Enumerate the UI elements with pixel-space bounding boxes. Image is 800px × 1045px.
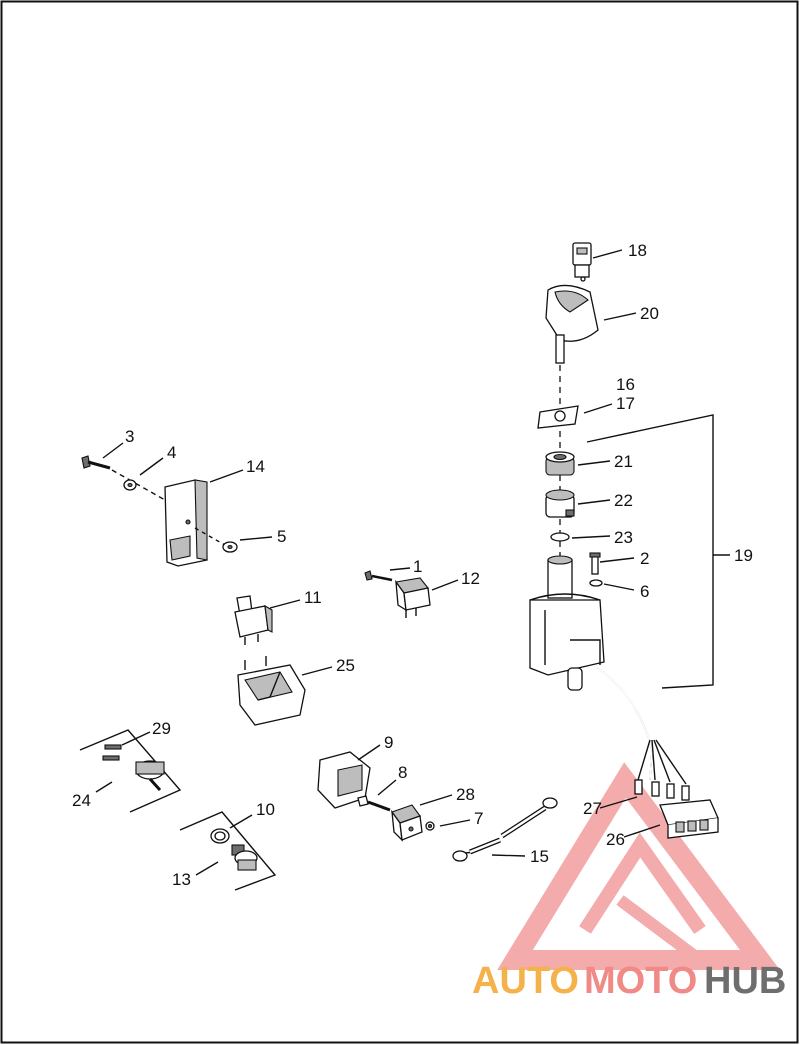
label-15: 15: [530, 847, 549, 866]
screw-part: [589, 552, 601, 575]
label-26: 26: [606, 830, 625, 849]
label-21: 21: [614, 452, 633, 471]
watermark-moto: MOTO: [584, 960, 697, 1002]
label-2: 2: [640, 549, 649, 568]
switch-body-part: [529, 555, 605, 691]
label-12: 12: [461, 569, 480, 588]
label-24: 24: [72, 791, 91, 810]
stud-part: [357, 795, 391, 812]
bracket-part: [164, 479, 208, 567]
pressure-switch-part: [231, 844, 258, 871]
sensor-group-13: [179, 811, 277, 891]
watermark-logo: [497, 762, 780, 970]
relay-holder-part: [237, 656, 306, 726]
label-13: 13: [172, 870, 191, 889]
label-19: 19: [734, 546, 753, 565]
label-5: 5: [277, 527, 286, 546]
label-3: 3: [125, 427, 134, 446]
label-8: 8: [398, 763, 407, 782]
nut-part: [425, 821, 435, 831]
label-20: 20: [640, 304, 659, 323]
label-29: 29: [152, 719, 171, 738]
breaker-part: [391, 804, 423, 842]
connector-part: [659, 799, 719, 839]
group-bracket-19: [586, 414, 714, 689]
clip-part: [102, 744, 122, 761]
relay-mount-group: [364, 570, 431, 618]
watermark-text: AUTO MOTO HUB: [472, 960, 786, 1002]
label-11: 11: [304, 588, 322, 607]
key-part: [572, 242, 592, 282]
label-28: 28: [456, 785, 475, 804]
label-23: 23: [614, 528, 633, 547]
label-14: 14: [246, 457, 265, 476]
wire-harness: [597, 667, 690, 801]
label-10: 10: [256, 800, 275, 819]
label-18: 18: [628, 241, 647, 260]
ring-part: [545, 451, 575, 476]
label-6: 6: [640, 582, 649, 601]
part-labels: 18 20 16 17 21 22 23 2 6 19 3 4 14 5 1 1…: [72, 241, 753, 889]
label-4: 4: [167, 443, 176, 462]
label-1: 1: [413, 557, 422, 576]
watermark-hub: HUB: [704, 960, 786, 1002]
sensor-group-24: [79, 729, 182, 813]
label-17: 17: [616, 394, 635, 413]
boot-cover-part: [317, 751, 371, 809]
watermark-auto: AUTO: [472, 960, 579, 1002]
bolt-part: [81, 455, 111, 470]
cover-cap-part: [545, 284, 599, 364]
sleeve-part: [545, 489, 575, 518]
ignition-switch-assembly: [529, 242, 719, 839]
mounting-bracket-group: [81, 455, 238, 567]
label-9: 9: [384, 733, 393, 752]
label-25: 25: [336, 656, 355, 675]
small-washer-part: [589, 579, 603, 587]
label-16: 16: [616, 375, 635, 394]
washer-part: [550, 532, 570, 542]
battery-cable-part: [452, 797, 558, 862]
label-22: 22: [614, 491, 633, 510]
relay-part: [234, 595, 273, 645]
circuit-breaker-group: [317, 751, 435, 842]
leader-lines: [95, 249, 730, 876]
sensor-part: [135, 760, 165, 792]
label-7: 7: [474, 809, 483, 828]
label-27: 27: [583, 799, 602, 818]
relay-part-12: [395, 577, 431, 618]
